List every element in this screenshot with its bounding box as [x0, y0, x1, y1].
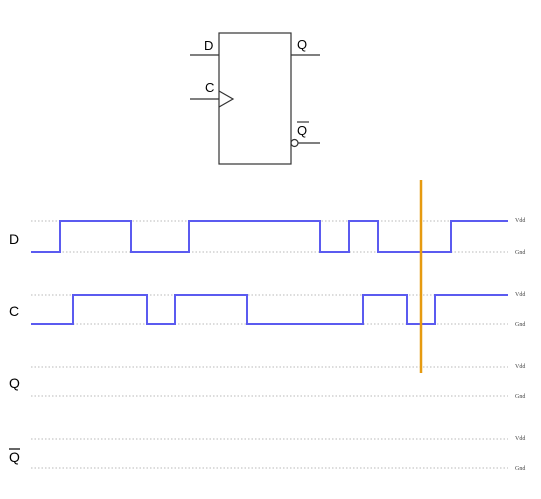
pin-label-c: C: [205, 80, 214, 95]
gnd-level-label: Gnd: [515, 466, 525, 472]
signal-label: D: [9, 231, 19, 247]
pin-label-d: D: [204, 38, 213, 53]
pin-label-q: Q: [297, 37, 307, 52]
pin-label-qbar: Q: [297, 123, 307, 138]
gnd-level-label: Gnd: [515, 394, 525, 400]
vdd-level-label: Vdd: [515, 218, 525, 224]
signal-label: Q: [9, 375, 20, 391]
signal-waveform: [31, 220, 508, 253]
signal-label: Q: [9, 449, 20, 465]
vdd-level-label: Vdd: [515, 364, 525, 370]
clock-edge-icon: [218, 90, 235, 108]
d-flip-flop-symbol: D C Q Q: [190, 32, 320, 165]
vdd-level-label: Vdd: [515, 292, 525, 298]
signal-waveform: [31, 294, 508, 325]
gnd-level-label: Gnd: [515, 322, 525, 328]
flip-flop-body: [218, 32, 292, 165]
vdd-level-label: Vdd: [515, 436, 525, 442]
gnd-level-label: Gnd: [515, 250, 525, 256]
signal-label: C: [9, 303, 19, 319]
inversion-bubble-icon: [290, 138, 299, 148]
